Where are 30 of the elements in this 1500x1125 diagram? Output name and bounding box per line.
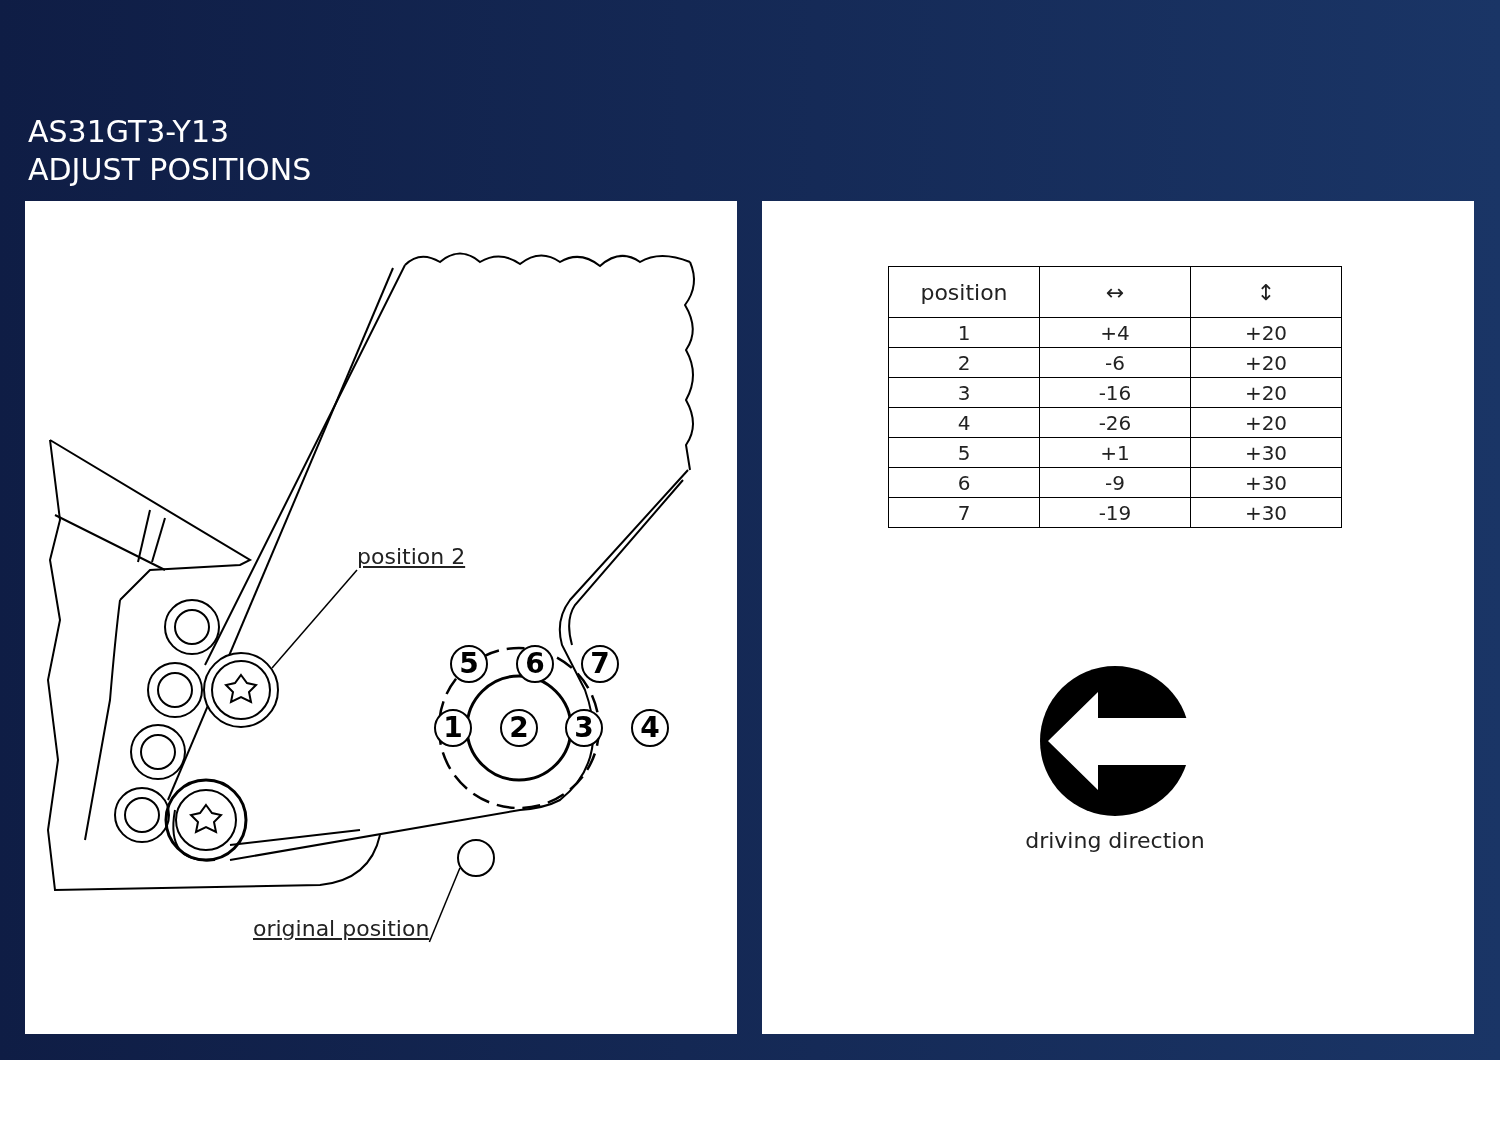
column-header: position — [888, 266, 1040, 318]
table-cell: 5 — [888, 437, 1040, 468]
drawing-title: AS31GT3-Y13 ADJUST POSITIONS — [28, 113, 313, 189]
leader-text: position 2 — [357, 543, 466, 570]
leader-line — [428, 867, 461, 943]
table-cell: -26 — [1039, 407, 1191, 438]
icon-caption: driving direction — [1024, 828, 1206, 853]
table-cell: 2 — [888, 347, 1040, 378]
table-cell: +20 — [1190, 347, 1342, 378]
table-cell: -6 — [1039, 347, 1191, 378]
leader-text: original position — [253, 915, 430, 942]
table-cell: +4 — [1039, 317, 1191, 348]
leader-line — [271, 569, 358, 669]
table-cell: -19 — [1039, 497, 1191, 528]
table-cell: 7 — [888, 497, 1040, 528]
table-cell: -16 — [1039, 377, 1191, 408]
table-cell: +30 — [1190, 497, 1342, 528]
table-cell: 6 — [888, 467, 1040, 498]
table-cell: 1 — [888, 317, 1040, 348]
column-header: ↕ — [1190, 266, 1342, 318]
table-cell: +1 — [1039, 437, 1191, 468]
column-header: ↔ — [1039, 266, 1191, 318]
table-cell: +20 — [1190, 317, 1342, 348]
table-cell: 4 — [888, 407, 1040, 438]
table-cell: +30 — [1190, 437, 1342, 468]
table-cell: +20 — [1190, 407, 1342, 438]
table-cell: +30 — [1190, 467, 1342, 498]
table-cell: 3 — [888, 377, 1040, 408]
table-cell: -9 — [1039, 467, 1191, 498]
table-cell: +20 — [1190, 377, 1342, 408]
